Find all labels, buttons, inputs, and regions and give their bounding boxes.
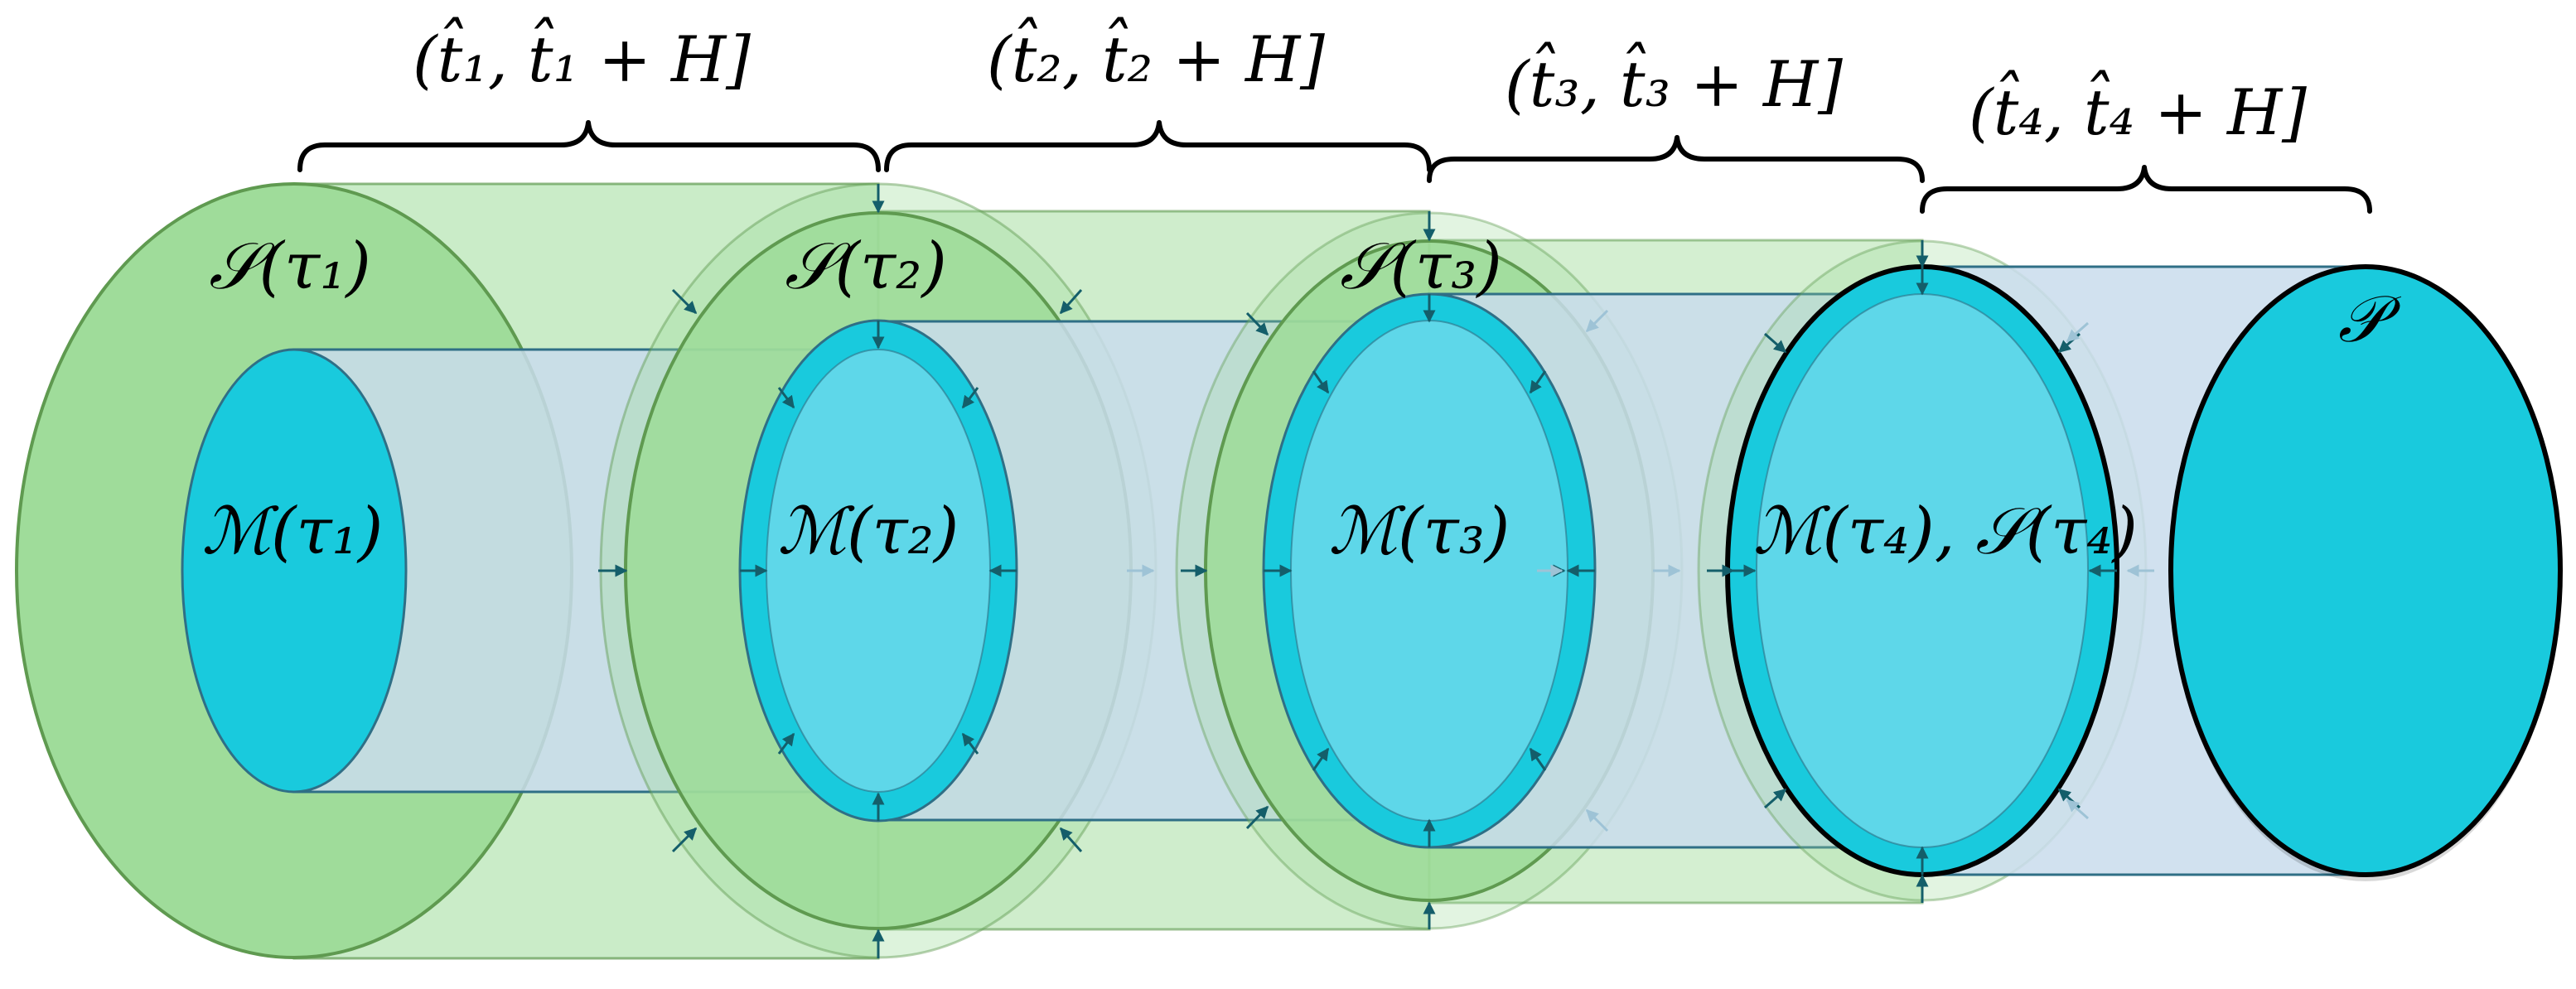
inner-set-label-4: ℳ(τ₄), 𝒮(τ₄) — [1753, 494, 2138, 569]
safe-set-label-3: 𝒮(τ₃) — [1340, 229, 1502, 304]
interval-brace-2 — [884, 120, 1432, 172]
interval-label-4: (t̂₄, t̂₄ + H] — [1969, 70, 2307, 149]
target-set — [2168, 264, 2563, 881]
safe-set-label-1: 𝒮(τ₁) — [209, 229, 371, 304]
interval-brace-4 — [1920, 165, 2372, 214]
inner-set-label-1: ℳ(τ₁) — [202, 494, 384, 569]
interval-label-3: (t̂₃, t̂₃ + H] — [1505, 42, 1843, 121]
interval-brace-1 — [297, 120, 881, 172]
interval-label-1: (t̂₁, t̂₁ + H] — [413, 17, 751, 96]
interval-label-2: (t̂₂, t̂₂ + H] — [987, 17, 1325, 96]
inner-set-label-3: ℳ(τ₃) — [1329, 494, 1510, 569]
interval-brace-3 — [1427, 135, 1925, 183]
inner-set-label-2: ℳ(τ₂) — [778, 494, 959, 569]
safe-set-label-2: 𝒮(τ₂) — [785, 229, 947, 304]
faint-arrows — [1127, 309, 2154, 832]
